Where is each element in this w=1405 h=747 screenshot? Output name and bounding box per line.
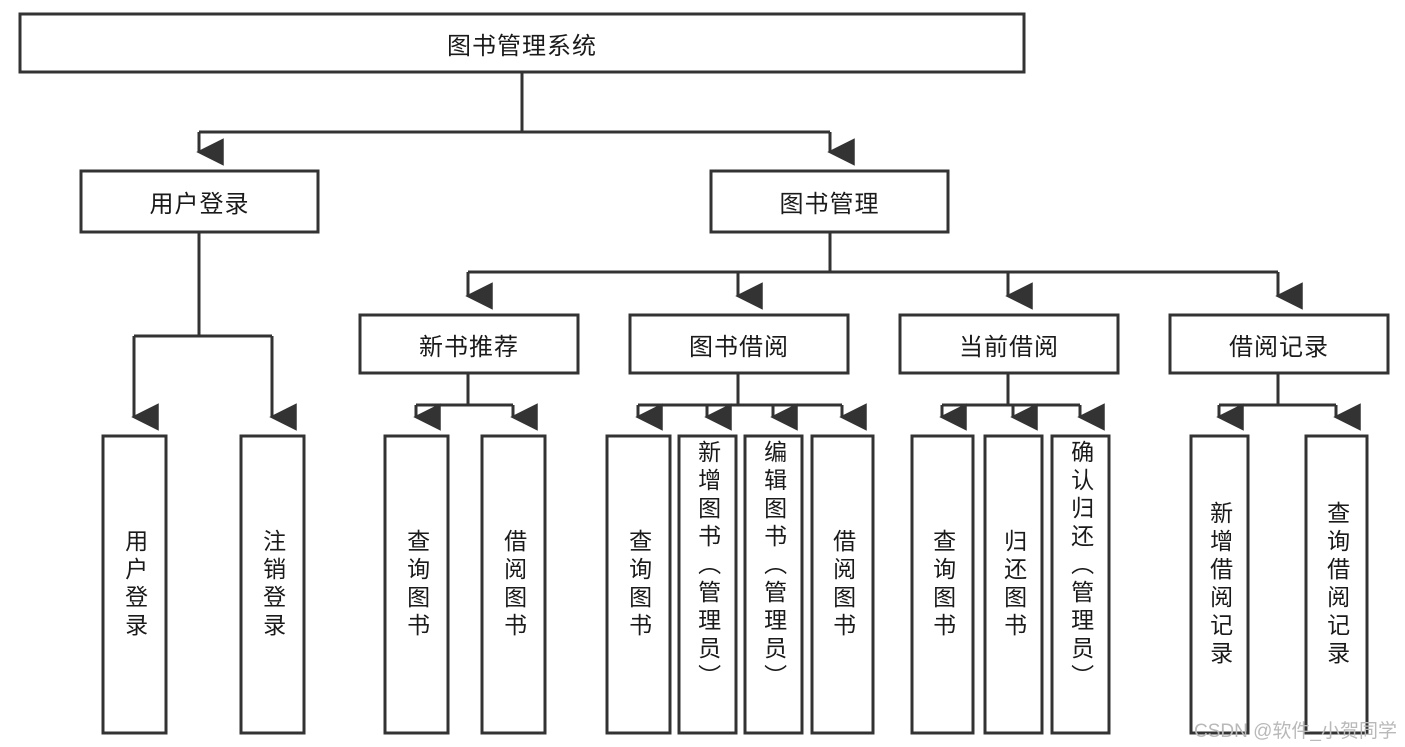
node-box-leaf-borrow-book[interactable] <box>810 434 875 735</box>
connector-borrow-record-to-leaves <box>1216 373 1361 431</box>
node-box-current-borrow[interactable] <box>898 313 1120 375</box>
node-box-leaf-logout[interactable] <box>239 434 306 735</box>
node-box-leaf-query-book-rec[interactable] <box>383 434 450 735</box>
connector-root-to-level2 <box>196 72 855 166</box>
node-box-borrow-record[interactable] <box>1168 313 1390 375</box>
node-box-new-book-recommend[interactable] <box>358 313 580 375</box>
node-box-leaf-query-borrow-record[interactable] <box>1304 434 1369 735</box>
node-box-book-borrow[interactable] <box>628 313 850 375</box>
node-box-leaf-user-login[interactable] <box>101 434 168 735</box>
node-box-leaf-confirm-return[interactable] <box>1050 434 1111 735</box>
node-box-leaf-query-book-borrow[interactable] <box>605 434 672 735</box>
connector-new-book-recommend-to-leaves <box>413 373 538 431</box>
node-box-root[interactable] <box>18 12 1026 74</box>
node-box-leaf-edit-book[interactable] <box>743 434 804 735</box>
node-box-leaf-add-book[interactable] <box>677 434 738 735</box>
node-box-leaf-add-borrow-record[interactable] <box>1189 434 1250 735</box>
node-box-leaf-query-book-cur[interactable] <box>910 434 975 735</box>
connector-current-borrow-to-leaves <box>939 373 1105 431</box>
connector-user-login-to-leaves <box>131 232 297 431</box>
node-box-user-login[interactable] <box>79 169 320 234</box>
connector-book-borrow-to-leaves <box>635 373 867 431</box>
node-box-book-manage[interactable] <box>709 169 950 234</box>
csdn-watermark: CSDN @软件_小贺同学 <box>1194 721 1397 742</box>
node-box-leaf-borrow-book-rec[interactable] <box>480 434 547 735</box>
connector-book-manage-to-level3 <box>465 232 1303 310</box>
node-box-leaf-return-book[interactable] <box>983 434 1044 735</box>
